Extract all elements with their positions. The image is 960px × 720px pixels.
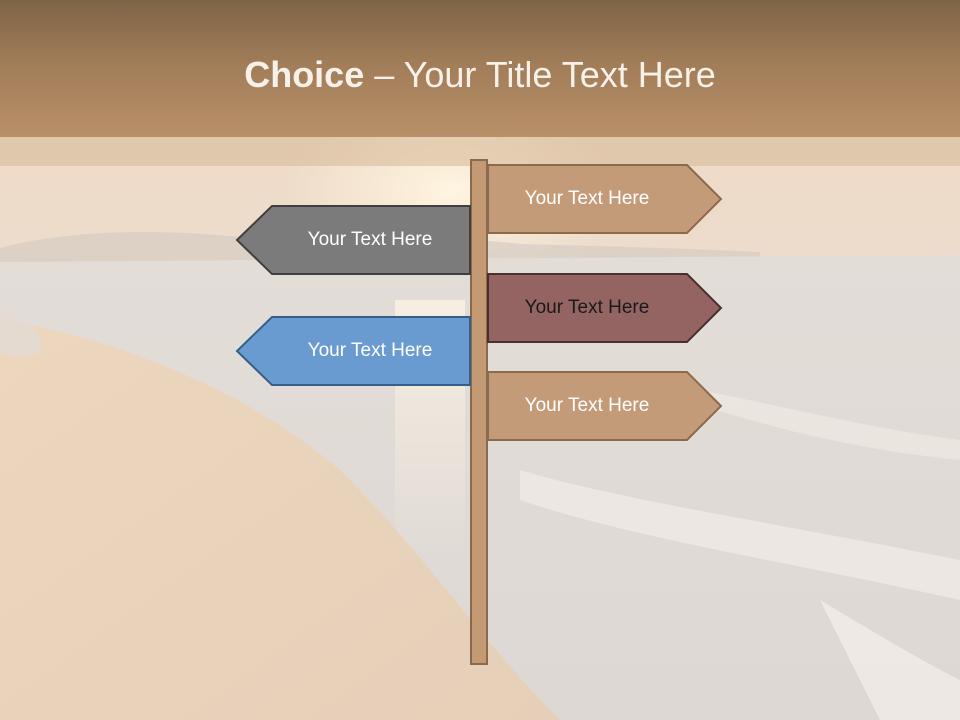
- signpost-pole: [470, 159, 488, 665]
- title-rest: – Your Title Text Here: [364, 54, 716, 95]
- sign-label-3: Your Text Here: [524, 297, 650, 318]
- sign-label-2: Your Text Here: [307, 229, 433, 250]
- sign-label-5: Your Text Here: [524, 395, 650, 416]
- sign-label-4: Your Text Here: [307, 340, 433, 361]
- title-bold-word: Choice: [244, 54, 365, 95]
- sign-label-1: Your Text Here: [524, 188, 650, 209]
- slide-title: Choice – Your Title Text Here: [0, 52, 960, 98]
- sign-arrow-2[interactable]: [235, 205, 471, 275]
- sign-arrow-1[interactable]: [487, 164, 723, 234]
- sign-arrow-3[interactable]: [487, 273, 723, 343]
- title-header-bar: [0, 0, 960, 137]
- sign-arrow-5[interactable]: [487, 371, 723, 441]
- sign-arrow-4[interactable]: [235, 316, 471, 386]
